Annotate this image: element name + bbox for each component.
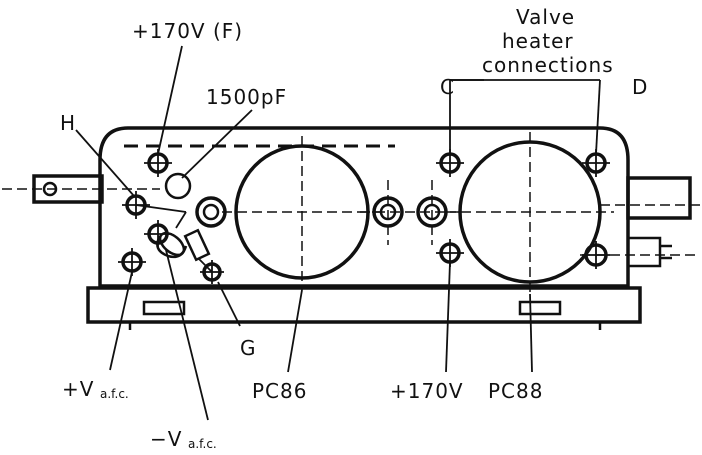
capacitor-1500pf [164, 172, 192, 200]
pin-right-lower [582, 241, 610, 269]
leader-lines [75, 45, 601, 421]
label-170v-f: +170V (F) [132, 19, 243, 43]
svg-text:+V: +V [62, 377, 94, 401]
capacitor-diode [156, 228, 211, 262]
label-plus-v-afc: +V a.f.c. [62, 377, 129, 401]
svg-text:a.f.c.: a.f.c. [188, 437, 217, 451]
label-valve: Valve [516, 5, 575, 29]
svg-text:a.f.c.: a.f.c. [100, 387, 129, 401]
pin-afc-pos [118, 248, 146, 276]
label-1500pf: 1500pF [206, 85, 287, 109]
label-h: H [60, 111, 76, 135]
label-minus-v-afc: −V a.f.c. [150, 427, 217, 451]
socket-left [195, 196, 227, 228]
label-c: C [440, 75, 455, 99]
valve-pc86-circle [222, 136, 384, 290]
chassis [86, 126, 642, 330]
label-g: G [240, 336, 257, 360]
svg-text:−V: −V [150, 427, 182, 451]
label-pc88: PC88 [488, 379, 543, 403]
label-connections: connections [482, 53, 614, 77]
label-pc86: PC86 [252, 379, 307, 403]
label-heater: heater [502, 29, 574, 53]
tuning-spindle [2, 174, 160, 204]
label-d: D [632, 75, 648, 99]
label-170v: +170V [390, 379, 464, 403]
